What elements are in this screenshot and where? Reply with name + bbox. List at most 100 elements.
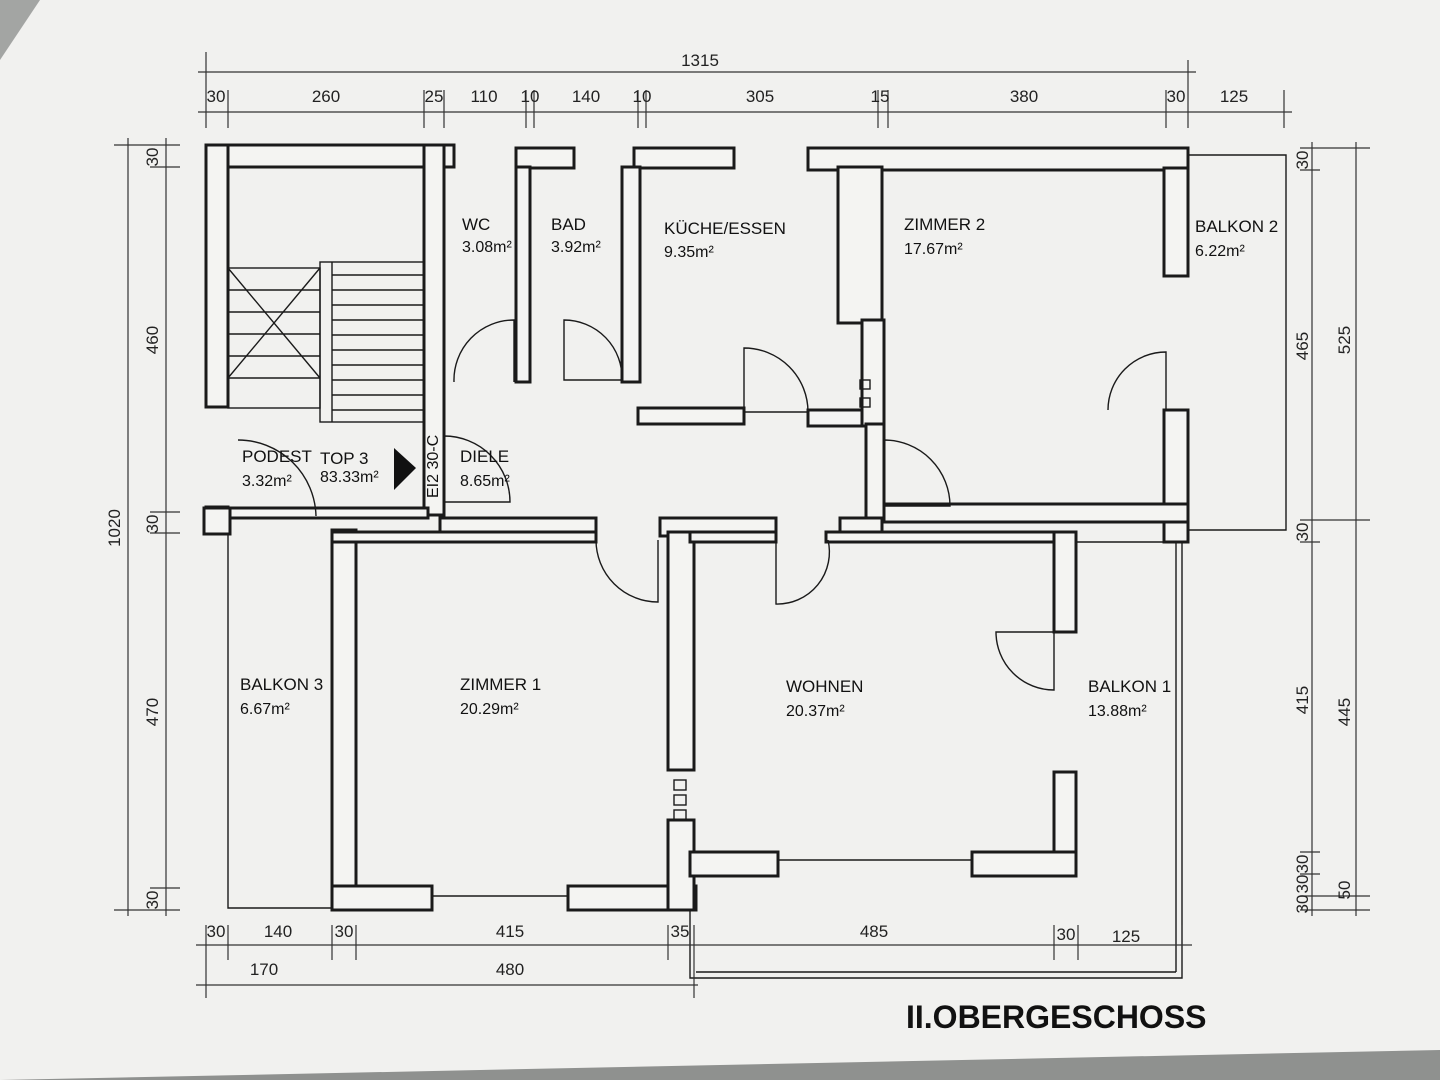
dim-left-total: 1020 xyxy=(105,509,124,547)
door-kitchen xyxy=(743,347,809,413)
dim-bottom-seg: 125 xyxy=(1112,927,1140,946)
wall-zimmer2-left-lower xyxy=(864,422,886,522)
room-area-wc: 3.08m² xyxy=(462,239,512,256)
dim-top-seg: 30 xyxy=(1167,87,1186,106)
dim-top-seg: 30 xyxy=(207,87,226,106)
room-name-balkon1: BALKON 1 xyxy=(1088,677,1171,696)
dim-top-seg: 15 xyxy=(871,87,890,106)
room-name-wohnen: WOHNEN xyxy=(786,677,863,696)
wall-column xyxy=(202,506,232,536)
dimension-lines xyxy=(114,52,1370,998)
doors xyxy=(237,319,1167,691)
wall-zimmer2-inner xyxy=(860,318,886,428)
dim-bottom-seg: 30 xyxy=(1057,925,1076,944)
wall-zimmer1-left xyxy=(330,528,358,892)
wall-kitchen-bottom-left xyxy=(636,406,746,426)
room-area-balkon2: 6.22m² xyxy=(1195,243,1245,260)
wall-wc-bad xyxy=(514,165,532,384)
dim-bottom-seg: 35 xyxy=(671,922,690,941)
service-shafts xyxy=(673,379,871,821)
dim-right-inner: 30 xyxy=(1293,855,1312,874)
dim-left-seg: 470 xyxy=(143,698,162,726)
balkon1-outline xyxy=(689,541,1183,979)
floor-title: II.OBERGESCHOSS xyxy=(906,999,1207,1035)
dim-left-seg: 460 xyxy=(143,326,162,354)
wall-bad-kitchen xyxy=(620,165,642,384)
stair-flight-right xyxy=(319,261,425,423)
wall-wohnen-right-top xyxy=(1052,530,1078,634)
room-area-diele: 8.65m² xyxy=(460,473,510,490)
wall-wohnen-bottom-right xyxy=(970,850,1078,878)
paper-corner-shadow xyxy=(0,0,40,60)
door-balkon2 xyxy=(1107,351,1167,411)
balkon2-outline xyxy=(1188,154,1287,531)
room-area-balkon1: 13.88m² xyxy=(1088,703,1147,720)
door-wc xyxy=(453,319,515,383)
door-wohnen xyxy=(775,539,831,605)
dim-right-inner: 50 xyxy=(1335,881,1354,900)
door-zimmer1 xyxy=(595,539,659,603)
dim-bottom-total: 170 xyxy=(250,960,278,979)
room-area-podest: 3.32m² xyxy=(242,473,292,490)
room-name-wc: WC xyxy=(462,215,490,234)
room-name-zimmer2: ZIMMER 2 xyxy=(904,215,985,234)
dim-top-seg: 10 xyxy=(633,87,652,106)
dim-right-outer: 445 xyxy=(1335,698,1354,726)
staircase xyxy=(227,261,425,423)
room-name-kitchen: KÜCHE/ESSEN xyxy=(664,219,786,238)
dim-bottom-seg: 30 xyxy=(335,922,354,941)
dim-left-seg: 30 xyxy=(143,515,162,534)
dim-top-seg: 25 xyxy=(425,87,444,106)
room-name-balkon3: BALKON 3 xyxy=(240,675,323,694)
wall-wohnen-top-left xyxy=(688,530,778,544)
wall-zimmer1-top xyxy=(330,530,598,544)
unit-label: TOP 3 xyxy=(320,449,369,468)
wall-left-stair xyxy=(204,143,230,409)
dim-right-outer: 525 xyxy=(1335,326,1354,354)
dim-bottom-seg: 140 xyxy=(264,922,292,941)
wall-kitchen-zimmer2 xyxy=(836,165,884,325)
wall-top-kitchen xyxy=(632,146,736,170)
wall-wohnen-top-right xyxy=(824,530,1078,544)
dim-right-inner: 30 xyxy=(1293,151,1312,170)
door-balkon1 xyxy=(995,631,1055,691)
dim-top-seg: 260 xyxy=(312,87,340,106)
dim-top-seg: 380 xyxy=(1010,87,1038,106)
dim-right-inner: 30 xyxy=(1293,523,1312,542)
room-labels: WC 3.08m² BAD 3.92m² KÜCHE/ESSEN 9.35m² … xyxy=(240,215,1278,720)
dim-top-total: 1315 xyxy=(681,51,719,70)
dim-right-inner: 30 xyxy=(1293,895,1312,914)
dim-left-seg: 30 xyxy=(143,891,162,910)
dim-bottom-seg: 30 xyxy=(207,922,226,941)
dim-bottom-total: 480 xyxy=(496,960,524,979)
room-name-zimmer1: ZIMMER 1 xyxy=(460,675,541,694)
wall-podest-bottom xyxy=(226,506,430,520)
wall-zimmer1-right xyxy=(666,530,696,772)
dim-bottom-seg: 415 xyxy=(496,922,524,941)
room-area-zimmer1: 20.29m² xyxy=(460,701,519,718)
dim-bottom-seg: 485 xyxy=(860,922,888,941)
dim-right-inner: 465 xyxy=(1293,332,1312,360)
room-area-balkon3: 6.67m² xyxy=(240,701,290,718)
dim-top-seg: 10 xyxy=(521,87,540,106)
room-area-wohnen: 20.37m² xyxy=(786,703,845,720)
dim-top-seg: 110 xyxy=(470,87,497,106)
dim-top-seg: 125 xyxy=(1220,87,1248,106)
wall-zimmer1-bottom-left xyxy=(330,884,434,912)
wall-top-zimmer2 xyxy=(806,146,1190,172)
unit-area: 83.33m² xyxy=(320,469,379,486)
dimension-labels: 1315 30 260 25 110 10 140 10 305 15 380 … xyxy=(105,51,1354,979)
dim-top-seg: 305 xyxy=(746,87,774,106)
entrance-arrow-icon xyxy=(394,448,416,490)
room-name-balkon2: BALKON 2 xyxy=(1195,217,1278,236)
dim-left-seg: 30 xyxy=(143,148,162,167)
dim-right-inner: 415 xyxy=(1293,686,1312,714)
wall-top-stair xyxy=(204,143,456,169)
door-diele-entrance xyxy=(443,435,511,503)
door-fire-code: EI2 30-C xyxy=(425,435,442,498)
room-area-bad: 3.92m² xyxy=(551,239,601,256)
room-area-kitchen: 9.35m² xyxy=(664,244,714,261)
door-podest xyxy=(237,439,317,517)
dim-top-seg: 140 xyxy=(572,87,600,106)
